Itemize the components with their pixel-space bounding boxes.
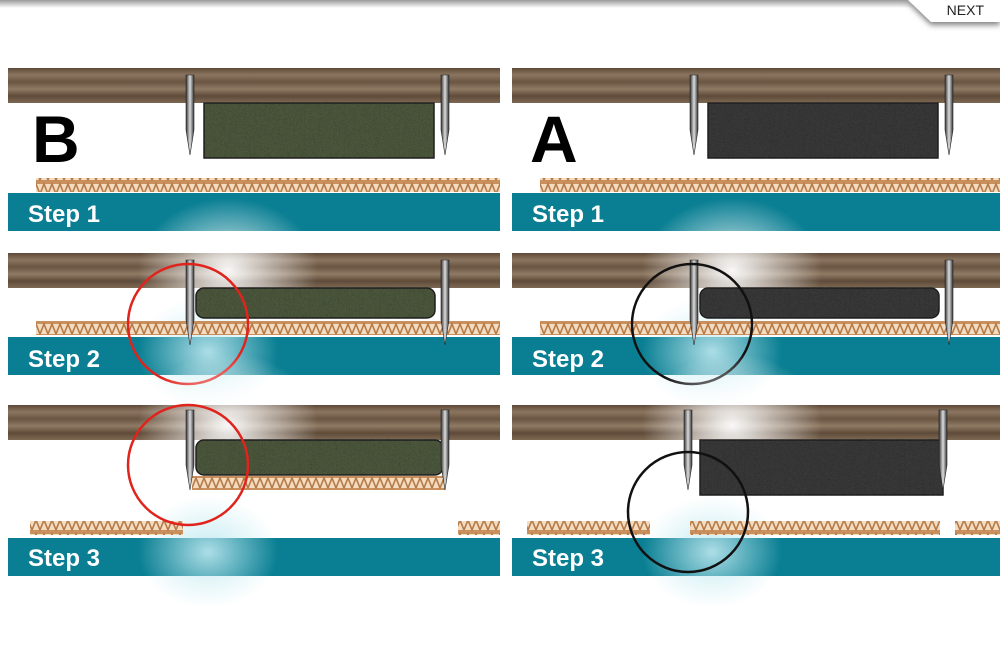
panel-b: Step 1 B Step 2 Step 3 bbox=[8, 68, 500, 608]
foam-pad bbox=[699, 287, 940, 319]
step-label: Step 1 bbox=[532, 201, 604, 228]
needle bbox=[938, 409, 948, 491]
glow bbox=[138, 198, 318, 342]
step-label: Step 2 bbox=[28, 346, 100, 373]
panel-letter: B bbox=[32, 102, 80, 176]
step-label: Step 3 bbox=[28, 545, 100, 572]
cardboard bbox=[540, 321, 1000, 335]
next-tab[interactable] bbox=[908, 0, 1000, 26]
glow bbox=[138, 496, 278, 608]
needle bbox=[185, 259, 195, 346]
needle bbox=[440, 259, 450, 346]
panel-letter: A bbox=[530, 102, 578, 176]
foam-pad bbox=[707, 102, 939, 159]
glow bbox=[642, 198, 822, 342]
foam-pad bbox=[203, 102, 435, 159]
wood-board bbox=[8, 68, 500, 103]
foam-pad bbox=[195, 287, 436, 319]
highlight-circle bbox=[626, 450, 750, 574]
foam-pad bbox=[195, 439, 444, 476]
wood-board bbox=[512, 68, 1000, 103]
needle bbox=[440, 74, 450, 156]
cardboard bbox=[36, 321, 500, 335]
panel-a: Step 1 A Step 2 Step 3 bbox=[512, 68, 1000, 608]
cardboard bbox=[955, 521, 1000, 535]
needle bbox=[944, 259, 954, 346]
cardboard bbox=[36, 178, 500, 192]
cardboard bbox=[527, 521, 650, 535]
glow bbox=[642, 496, 782, 608]
needle bbox=[689, 259, 699, 346]
needle bbox=[944, 74, 954, 156]
cardboard bbox=[192, 476, 445, 490]
cardboard bbox=[690, 521, 940, 535]
next-button[interactable]: NEXT bbox=[946, 2, 984, 18]
cardboard bbox=[458, 521, 500, 535]
foam-pad bbox=[699, 439, 944, 496]
needle bbox=[185, 409, 195, 491]
step-label: Step 3 bbox=[532, 545, 604, 572]
needle bbox=[683, 409, 693, 491]
cardboard bbox=[30, 521, 183, 535]
top-bar bbox=[0, 0, 1000, 8]
step-label: Step 2 bbox=[532, 346, 604, 373]
needle bbox=[689, 74, 699, 156]
cardboard bbox=[540, 178, 1000, 192]
needle bbox=[185, 74, 195, 156]
step-label: Step 1 bbox=[28, 201, 100, 228]
highlight-circle bbox=[126, 403, 250, 527]
needle bbox=[440, 409, 450, 491]
